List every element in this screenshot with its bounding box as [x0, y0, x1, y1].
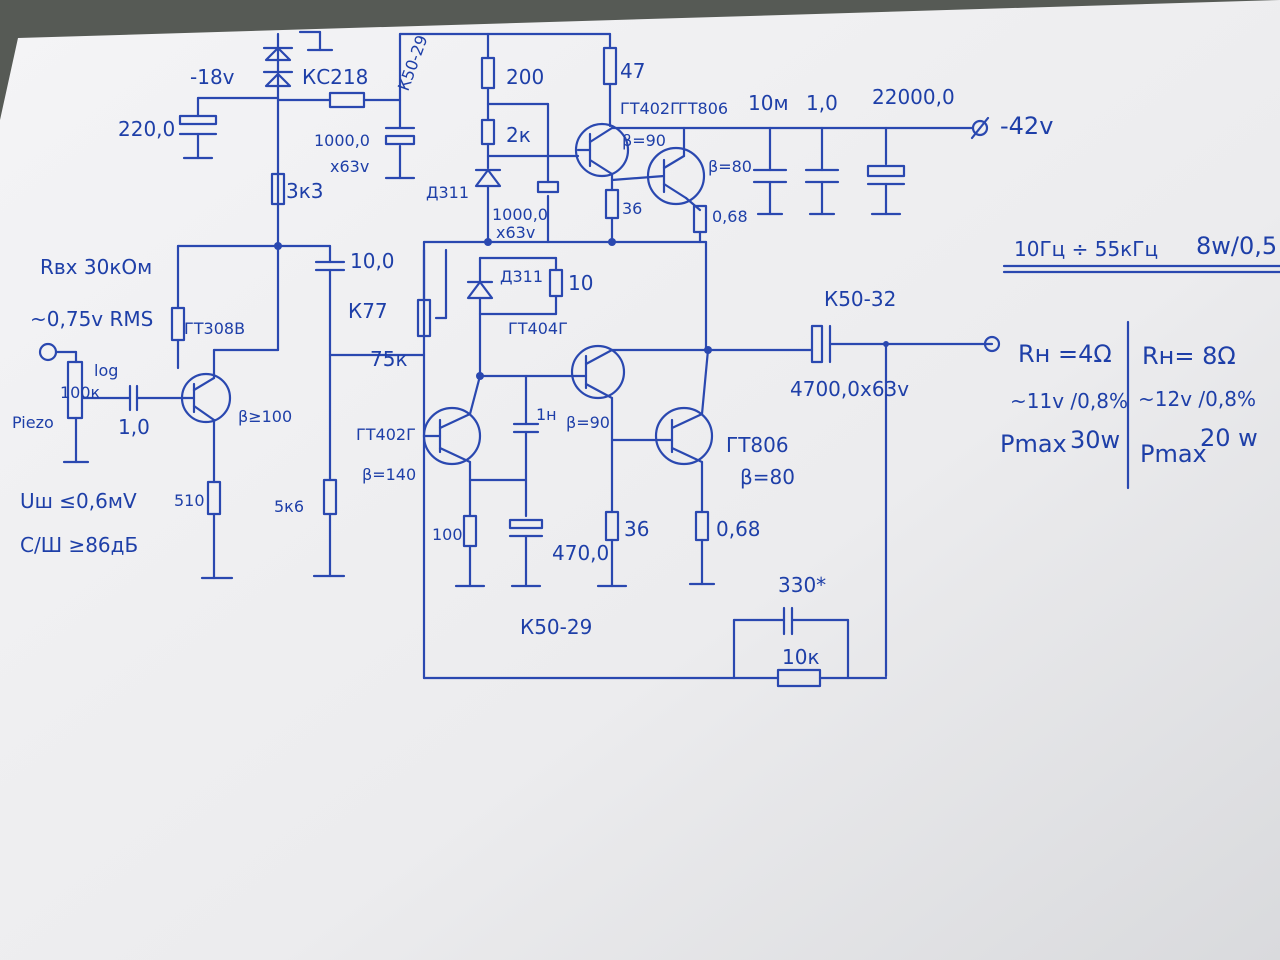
label-cap-1000-top-v: х63v	[330, 157, 369, 176]
label-r-068-mid: 0,68	[716, 517, 761, 541]
label-c-10-0: 10,0	[350, 249, 395, 273]
output-terminal-icon	[983, 335, 1001, 353]
label-beta80-top: β=80	[708, 157, 752, 176]
label-beta100: β≥100	[238, 407, 292, 426]
label-freq-range: 10Гц ÷ 55кГц	[1014, 237, 1158, 261]
label-r-36-top: 36	[622, 199, 642, 218]
label-pmax20: Pmax	[1140, 440, 1207, 468]
label-snr: С/Ш ≥86дБ	[20, 533, 138, 557]
label-pot-100k: 100к	[60, 383, 101, 402]
label-r-36-mid: 36	[624, 517, 649, 541]
label-c-1n: 1н	[536, 405, 557, 424]
label-pmax30-val: 30w	[1070, 426, 1120, 454]
label-c-10: 1,0	[806, 91, 838, 115]
regulator	[178, 30, 426, 578]
label-beta140: β=140	[362, 465, 416, 484]
upper-section	[384, 32, 990, 246]
transistor-gt402g-top-icon	[574, 122, 630, 178]
label-r-75k: 75к	[370, 347, 408, 371]
label-r-47: 47	[620, 59, 645, 83]
label-cap-220: 220,0	[118, 117, 175, 141]
label-rn8: Rн= 8Ω	[1142, 342, 1236, 370]
label-r-510: 510	[174, 491, 205, 510]
label-supply-voltage: -42v	[1000, 112, 1053, 140]
label-d311-top: Д311	[426, 183, 469, 202]
label-gt806-top: ГТ806	[678, 99, 728, 118]
label-gt308v: ГТ308В	[184, 319, 245, 338]
label-k5029-bottom: К50-29	[520, 615, 592, 639]
label-k77: К77	[348, 299, 388, 323]
label-c-10m: 10м	[748, 91, 789, 115]
label-c-1-0: 1,0	[118, 415, 150, 439]
label-gt404g: ГТ404Г	[508, 319, 568, 338]
label-v12: ~12v /0,8%	[1138, 387, 1256, 411]
label-d311-mid: Д311	[500, 267, 543, 286]
label-rin: Rвх 30кОм	[40, 255, 152, 279]
label-r-10: 10	[568, 271, 593, 295]
label-beta80-mid: β=80	[740, 465, 795, 489]
supply-terminal-icon	[971, 119, 989, 137]
label-power-ratio: 8w/0,5	[1196, 232, 1277, 260]
label-beta90-top: β=90	[622, 131, 666, 150]
label-noise: Uш ≤0,6мV	[20, 489, 137, 513]
label-v11: ~11v /0,8%	[1010, 389, 1128, 413]
label-r-10k: 10к	[782, 645, 820, 669]
label-gt806-mid: ГТ806	[726, 433, 789, 457]
label-r-2k: 2к	[506, 123, 531, 147]
label-pmax30: Pmax	[1000, 430, 1067, 458]
input-stage	[38, 244, 280, 580]
transistor-gt308v-icon	[180, 372, 232, 424]
output-stage	[416, 240, 1280, 688]
transistor-gt806-mid-icon	[654, 406, 714, 466]
label-r-3k3: 3к3	[286, 179, 324, 203]
label-r-068-top: 0,68	[712, 207, 748, 226]
label-beta90-mid: β=90	[566, 413, 610, 432]
label-cap-1000-top: 1000,0	[314, 131, 370, 150]
label-vin: ~0,75v RMS	[30, 307, 153, 331]
label-pot-log: log	[94, 361, 118, 380]
label-minus18v: -18v	[190, 65, 235, 89]
label-pmax20-val: 20 w	[1200, 424, 1258, 452]
transistor-gt404g-icon	[570, 344, 626, 400]
label-k5032: К50-32	[824, 287, 896, 311]
label-gt402g-top: ГТ402Г	[620, 99, 680, 118]
label-r-200: 200	[506, 65, 544, 89]
label-c-470: 470,0	[552, 541, 609, 565]
label-rn4: Rн =4Ω	[1018, 340, 1112, 368]
label-cap-1000-mid: 1000,0	[492, 205, 548, 224]
label-c-22000: 22000,0	[872, 85, 955, 109]
label-cap-1000-mid-v: х63v	[496, 223, 535, 242]
label-gt402g-mid: ГТ402Г	[356, 425, 416, 444]
label-zener: КС218	[302, 65, 368, 89]
annotations: -18v КС218 220,0 К50-29 1000,0 х63v 200 …	[12, 32, 1277, 669]
label-r-100: 100	[432, 525, 463, 544]
label-r-5k6: 5к6	[274, 497, 304, 516]
label-c-4700: 4700,0х63v	[790, 377, 909, 401]
label-c-330: 330*	[778, 573, 826, 597]
label-piezo: Piezo	[12, 413, 54, 432]
transistor-gt806-top-icon	[646, 146, 706, 206]
